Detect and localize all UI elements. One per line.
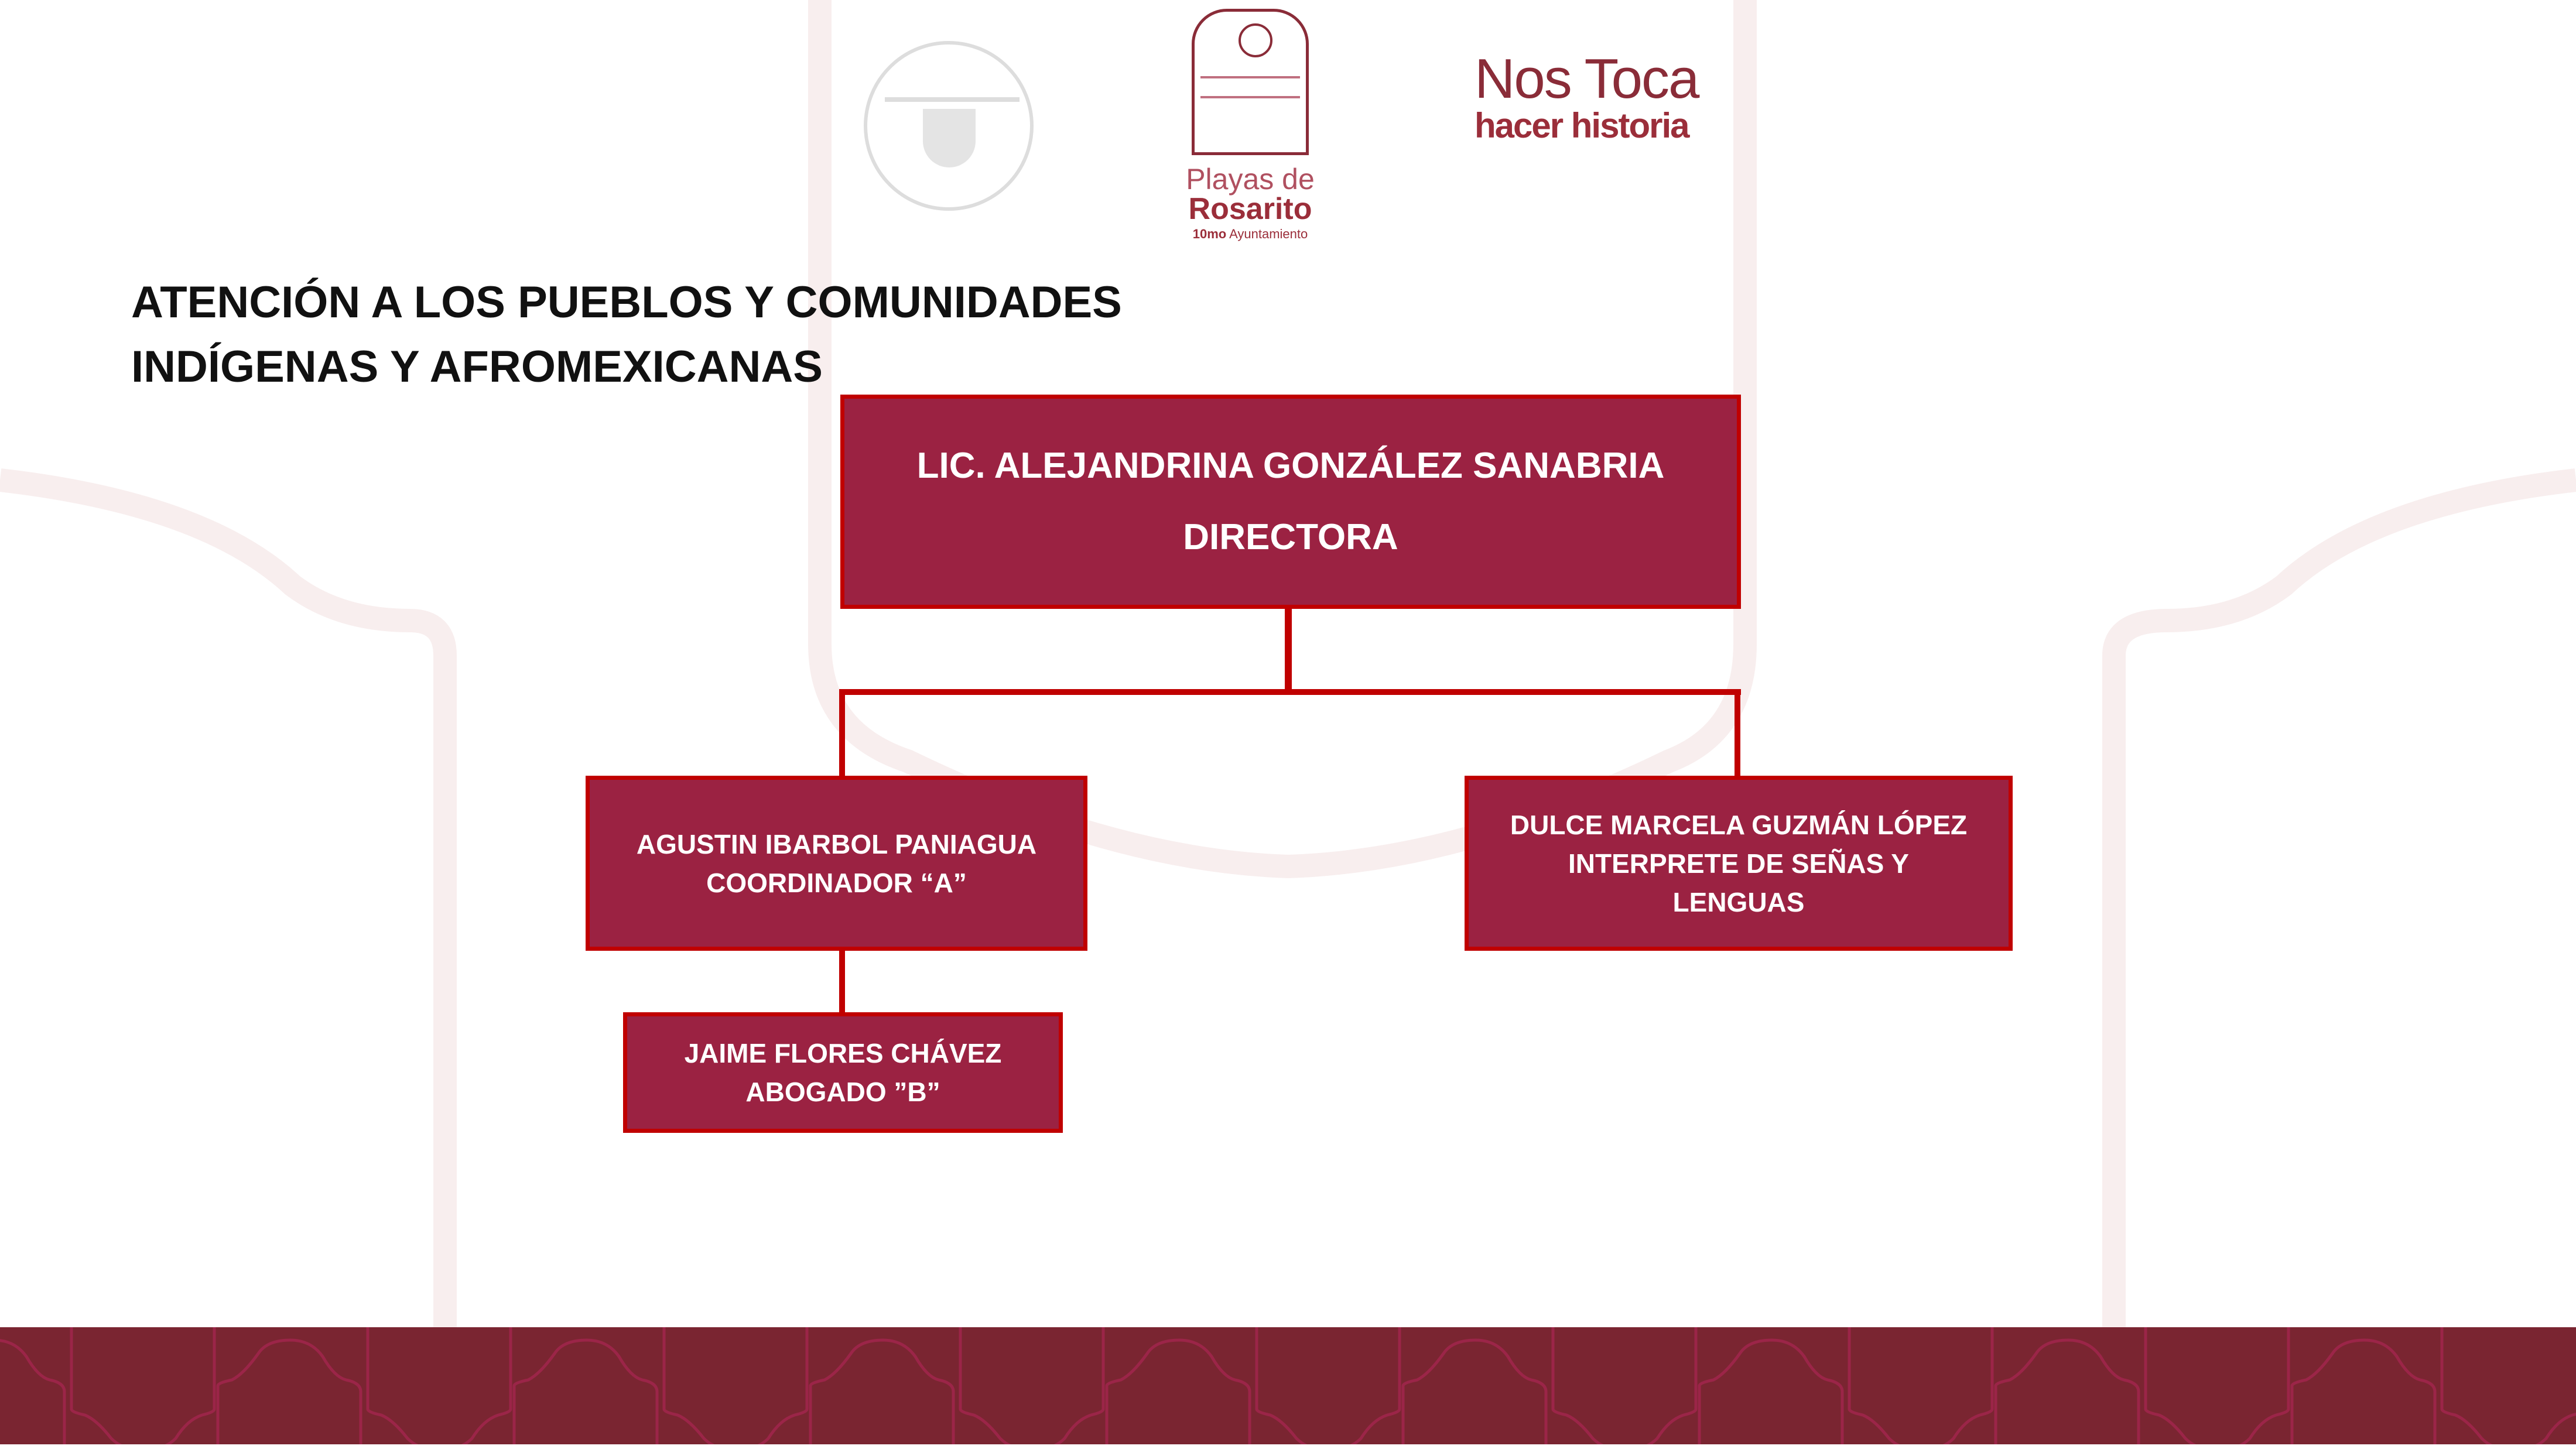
city-logo: Playas de Rosarito 10mo Ayuntamiento: [1180, 9, 1321, 243]
title-line1: ATENCIÓN A LOS PUEBLOS Y COMUNIDADES: [131, 278, 1122, 327]
page-title: ATENCIÓN A LOS PUEBLOS Y COMUNIDADES IND…: [131, 270, 1122, 399]
lawyer-role: ABOGADO ”B”: [745, 1077, 940, 1107]
coordinator-name: AGUSTIN IBARBOL PANIAGUA: [636, 828, 1037, 859]
connector: [839, 948, 845, 1015]
footer-band: [0, 1327, 2576, 1449]
lawyer-box: JAIME FLORES CHÁVEZ ABOGADO ”B”: [623, 1012, 1063, 1133]
connector: [839, 689, 845, 778]
footer-pattern: [0, 1327, 2576, 1449]
interpreter-role-line1: INTERPRETE DE SEÑAS Y: [1568, 848, 1909, 879]
director-box: LIC. ALEJANDRINA GONZÁLEZ SANABRIA DIREC…: [840, 395, 1741, 609]
interpreter-role-line2: LENGUAS: [1672, 886, 1805, 917]
director-name: LIC. ALEJANDRINA GONZÁLEZ SANABRIA: [916, 446, 1665, 486]
connector: [839, 689, 1741, 695]
coordinator-role: COORDINADOR “A”: [706, 867, 967, 898]
footer-pattern-path: [0, 1327, 2576, 1449]
title-line2: INDÍGENAS Y AFROMEXICANAS: [131, 342, 823, 392]
seal-logo: [864, 41, 1034, 211]
connector: [1285, 608, 1292, 695]
city-logo-line3: Ayuntamiento: [1229, 227, 1308, 241]
director-role: DIRECTORA: [1183, 517, 1398, 557]
city-logo-line1: Playas de: [1186, 163, 1315, 196]
connector: [1735, 689, 1740, 778]
city-logo-emblem: [1192, 9, 1309, 155]
coordinator-box: AGUSTIN IBARBOL PANIAGUA COORDINADOR “A”: [586, 776, 1087, 951]
city-logo-line2: Rosarito: [1188, 192, 1312, 226]
slogan-line1: Nos Toca: [1475, 47, 1699, 110]
lawyer-name: JAIME FLORES CHÁVEZ: [684, 1038, 1002, 1068]
interpreter-box: DULCE MARCELA GUZMÁN LÓPEZ INTERPRETE DE…: [1465, 776, 2013, 951]
interpreter-name: DULCE MARCELA GUZMÁN LÓPEZ: [1510, 809, 1968, 840]
slogan-logo: Nos Toca hacer historia: [1475, 50, 1720, 143]
slogan-line2: hacer historia: [1475, 106, 1690, 145]
city-logo-line3-bold: 10mo: [1192, 227, 1227, 241]
